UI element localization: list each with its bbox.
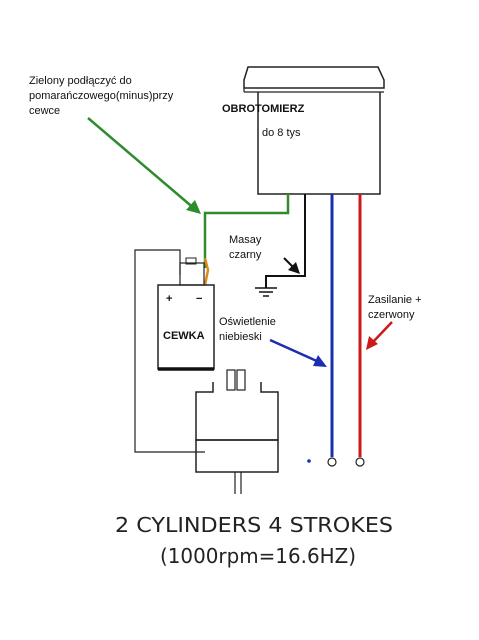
ground-arrow-head [288, 262, 300, 274]
green-note-line-1: Zielony podłączyć do [29, 75, 132, 87]
annotations: Zielony podłączyć do pomarańczowego(minu… [29, 75, 422, 343]
green-wire [87, 117, 290, 268]
blue-wire [269, 194, 337, 467]
blue-arrow-head [313, 355, 327, 367]
red-wire [355, 194, 393, 467]
blue-terminal [327, 457, 337, 467]
caption-line-2: (1000rpm=16.6HZ) [160, 544, 356, 568]
coil-plus-sign: + [166, 293, 172, 305]
caption-line-1: 2 CYLINDERS 4 STROKES [115, 513, 393, 537]
power-label-line-1: Zasilanie + [368, 294, 422, 306]
coil-label: CEWKA [163, 330, 205, 342]
green-arrow-shaft [87, 117, 197, 211]
red-arrow-head [366, 336, 378, 350]
tachometer-range: do 8 tys [262, 127, 301, 139]
red-arrow-shaft [371, 321, 393, 344]
green-note-line-2: pomarańczowego(minus)przy [29, 90, 174, 102]
tachometer: OBROTOMIERZ do 8 tys [222, 66, 385, 195]
tachometer-housing [257, 92, 381, 195]
coil-top-terminal [179, 262, 205, 286]
coil-minus-sign: − [196, 293, 202, 305]
spark-block-base [195, 439, 279, 473]
light-label-line-2: niebieski [219, 331, 262, 343]
stray-dot [307, 459, 311, 463]
green-arrow-head [186, 200, 201, 214]
caption: 2 CYLINDERS 4 STROKES (1000rpm=16.6HZ) [115, 513, 393, 568]
spark-block-body [195, 382, 279, 441]
ground-wire [255, 194, 306, 297]
green-note-line-3: cewce [29, 105, 60, 117]
orange-wire [203, 257, 210, 286]
ground-label-line-2: czarny [229, 249, 262, 261]
ignition-coil: + − CEWKA [157, 257, 215, 371]
ground-label-line-1: Masay [229, 234, 262, 246]
spark-block [195, 369, 279, 494]
power-label-line-2: czerwony [368, 309, 415, 321]
coil-feed-wire [134, 249, 205, 453]
light-label-line-1: Oświetlenie [219, 316, 276, 328]
tachometer-title: OBROTOMIERZ [222, 103, 305, 115]
blue-arrow-shaft [269, 338, 320, 364]
red-terminal [355, 457, 365, 467]
tachometer-bezel [243, 66, 385, 89]
